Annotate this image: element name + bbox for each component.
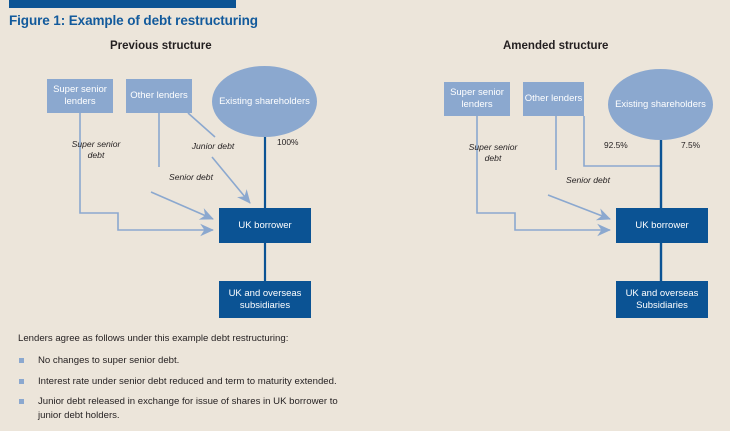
node-other-lenders-previous[interactable]: Other lenders [126, 79, 192, 113]
pct-label-shareholders-previous: 100% [277, 137, 299, 147]
node-existing-shareholders-previous[interactable]: Existing shareholders [212, 66, 317, 137]
panel-title-previous: Previous structure [110, 40, 212, 52]
node-other-lenders-amended[interactable]: Other lenders [523, 82, 584, 116]
pct-label-shareholders-amended: 7.5% [681, 140, 701, 150]
panel-title-amended: Amended structure [503, 40, 609, 52]
node-label: Super senior lenders [450, 87, 504, 110]
node-uk-borrower-amended[interactable]: UK borrower [616, 208, 708, 243]
bullet-square-icon [19, 399, 24, 404]
list-item: No changes to super senior debt. [18, 354, 348, 368]
node-label: Other lenders [524, 93, 583, 104]
node-subsidiaries-previous[interactable]: UK and overseas subsidiaries [219, 281, 311, 318]
list-item: Interest rate under senior debt reduced … [18, 375, 348, 389]
notes-intro: Lenders agree as follows under this exam… [18, 333, 289, 344]
edge-left-junior-debt [211, 156, 251, 204]
list-item-text: Junior debt released in exchange for iss… [38, 396, 338, 421]
edge-left-senior-debt [150, 191, 214, 220]
node-label: Other lenders [130, 90, 188, 101]
node-label: Existing shareholders [615, 98, 706, 110]
node-uk-borrower-previous[interactable]: UK borrower [219, 208, 311, 243]
node-label: UK and overseas subsidiaries [228, 287, 302, 311]
figure-title: Figure 1: Example of debt restructuring [9, 13, 258, 28]
edge-right-super-senior-debt [476, 116, 611, 237]
bullet-square-icon [19, 378, 24, 384]
edge-right-senior-debt [547, 194, 611, 221]
node-label: UK borrower [635, 219, 689, 231]
notes-block: Lenders agree as follows under this exam… [18, 332, 348, 429]
accent-bar [9, 0, 236, 8]
edge-label-senior-debt-previous: Senior debt [169, 172, 213, 182]
node-subsidiaries-amended[interactable]: UK and overseas Subsidiaries [616, 281, 708, 318]
node-super-senior-lenders-amended[interactable]: Super senior lenders [444, 82, 510, 116]
node-existing-shareholders-amended[interactable]: Existing shareholders [608, 69, 713, 140]
list-item-text: Interest rate under senior debt reduced … [38, 375, 337, 387]
list-item: Junior debt released in exchange for iss… [18, 395, 348, 422]
edge-label-senior-debt-amended: Senior debt [566, 175, 610, 185]
pct-label-lenders-amended: 92.5% [604, 140, 628, 150]
node-super-senior-lenders-previous[interactable]: Super senior lenders [47, 79, 113, 113]
node-label: Super senior lenders [53, 84, 107, 107]
node-label: Existing shareholders [219, 95, 310, 107]
list-item-text: No changes to super senior debt. [38, 355, 180, 366]
bullet-square-icon [19, 358, 24, 363]
edge-label-junior-debt-previous: Junior debt [191, 141, 235, 151]
notes-list: No changes to super senior debt. Interes… [18, 354, 348, 422]
node-label: UK borrower [238, 219, 292, 231]
edge-right-lenders-shareholding [583, 116, 661, 167]
edge-left-junior-stub [187, 112, 216, 138]
node-label: UK and overseas Subsidiaries [625, 287, 699, 311]
edge-left-super-senior-debt [79, 113, 214, 237]
